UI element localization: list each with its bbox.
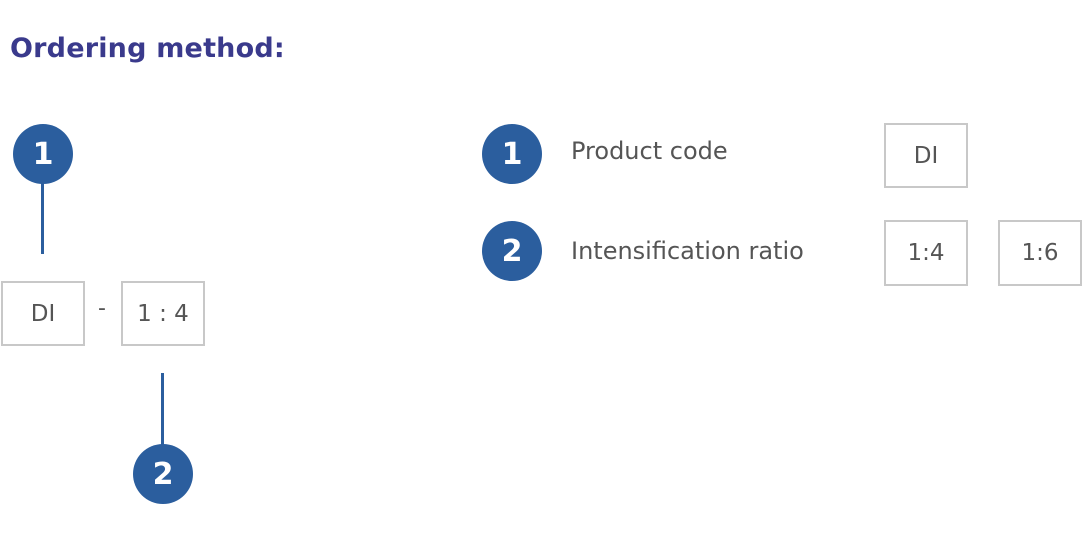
- legend-2-label: Intensification ratio: [571, 237, 804, 265]
- code-separator: -: [98, 296, 106, 321]
- code-segment-ratio: 1 : 4: [121, 281, 205, 346]
- marker-2-badge: 2: [133, 444, 193, 504]
- legend-1-label: Product code: [571, 137, 728, 165]
- page-title: Ordering method:: [10, 33, 285, 64]
- marker-1-badge: 1: [13, 124, 73, 184]
- connector-line-1: [41, 182, 44, 254]
- legend-2-option-1-6: 1:6: [998, 220, 1082, 286]
- legend-1-option-di: DI: [884, 123, 968, 188]
- connector-line-2: [161, 373, 164, 445]
- code-segment-product: DI: [1, 281, 85, 346]
- legend-2-badge: 2: [482, 221, 542, 281]
- legend-1-badge: 1: [482, 124, 542, 184]
- legend-2-option-1-4: 1:4: [884, 220, 968, 286]
